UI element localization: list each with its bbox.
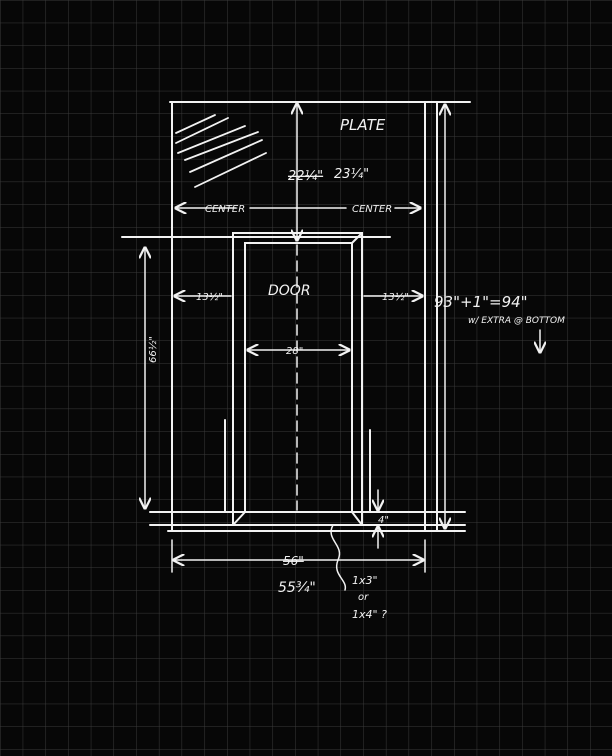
right-side-dim: 13½" [382, 291, 409, 303]
bottom-width-struck: 56" [283, 554, 304, 568]
left-side-dim: 13½" [196, 291, 223, 303]
trim-note-2: 1x4" ? [352, 608, 387, 621]
plate-label: PLATE [340, 116, 386, 134]
top-dim: 23¼" [334, 167, 369, 182]
center-left-label: CENTER [205, 204, 245, 215]
plate-frame [169, 101, 471, 531]
top-dim-struck: 22¼" [288, 169, 323, 184]
trim-note-1: 1x3" [352, 574, 378, 587]
total-height-note: w/ EXTRA @ BOTTOM [468, 316, 565, 326]
dimension-lines [145, 105, 540, 591]
center-right-label: CENTER [352, 204, 392, 215]
door-label: DOOR [268, 283, 311, 299]
total-height-dim: 93"+1"=94" [434, 293, 528, 311]
door-width-dim: 28" [286, 346, 303, 357]
trim-note-or: or [358, 592, 369, 603]
bottom-width-dim: 55¾" [278, 580, 316, 596]
sill-dim: 4" [378, 515, 389, 526]
door-height-dim: 66½" [147, 336, 159, 363]
sill-lines [149, 511, 466, 532]
hatch-marks [175, 114, 267, 188]
center-line [176, 104, 420, 511]
